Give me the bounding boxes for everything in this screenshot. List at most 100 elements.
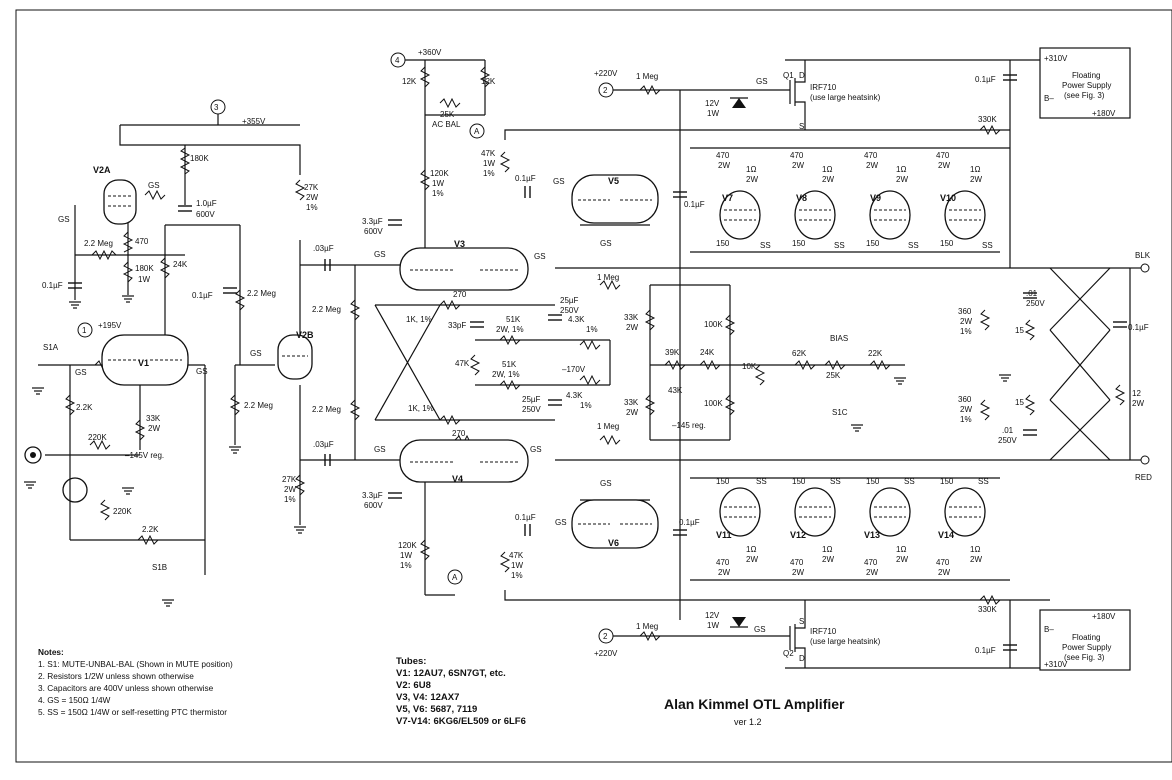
tube-grids — [108, 195, 981, 525]
r1meg-label: 1 Meg — [597, 422, 619, 431]
r1ohm-label: 1Ω — [970, 165, 980, 174]
r120k-watts-label: 1W — [400, 551, 412, 560]
output-terminal-red[interactable] — [1140, 455, 1150, 465]
r4-3k-label: 4.3K — [568, 315, 585, 324]
psu-top-line2: Power Supply — [1062, 81, 1111, 90]
r330k-label: 330K — [978, 605, 997, 614]
r330k-label: 330K — [978, 115, 997, 124]
zener-diode-bottom — [730, 617, 748, 628]
tube-v2b-label: V2B — [296, 330, 314, 340]
rca-input-pin — [30, 452, 36, 458]
r150-label: 150 — [792, 239, 806, 248]
gs-label: GS — [196, 367, 208, 376]
q2-source-label: S — [799, 617, 804, 626]
tube-v7-label: V7 — [722, 193, 733, 203]
output-terminal-blk[interactable] — [1140, 263, 1150, 273]
r51k-label: 51K — [506, 315, 521, 324]
q2-note: (use large heatsink) — [810, 637, 881, 646]
schematic-labels: 3 4 1 2 2 A A +355V +360V +195V +220V +2… — [42, 48, 1152, 669]
r120k-tol-label: 1% — [400, 561, 412, 570]
r4-3k-label: 4.3K — [566, 391, 583, 400]
node-2-marker-bottom — [598, 628, 614, 644]
c01-250-label: .01 — [1002, 426, 1014, 435]
r470-label: 470 — [864, 558, 878, 567]
r1k-label: 1K, 1% — [406, 315, 432, 324]
gs-label: GS — [534, 252, 546, 261]
r51k-rating-label: 2W, 1% — [496, 325, 524, 334]
r1ohm-label: 1Ω — [896, 545, 906, 554]
r2-2meg-label: 2.2 Meg — [84, 239, 113, 248]
psu-bottom-bminus: B– — [1044, 625, 1054, 634]
r51k-rating-label: 2W, 1% — [492, 370, 520, 379]
r360-label: 360 — [958, 395, 972, 404]
q1-drain-label: D — [799, 71, 805, 80]
q2-label: Q2 — [783, 649, 794, 658]
tube-v3-label: V3 — [454, 239, 465, 249]
r1ohm-label: 1Ω — [822, 165, 832, 174]
resistors — [64, 66, 1126, 642]
ss-label: SS — [830, 477, 841, 486]
ss-label: SS — [908, 241, 919, 250]
tube-v13-label: V13 — [864, 530, 880, 540]
gs-label: GS — [553, 177, 565, 186]
switch-s1c-label: S1C — [832, 408, 848, 417]
tube-item: V1: 12AU7, 6SN7GT, etc. — [396, 668, 506, 679]
r120k-watts-label: 1W — [432, 179, 444, 188]
r150-label: 150 — [866, 477, 880, 486]
r470-watts-label: 2W — [718, 568, 730, 577]
tube-item: V3, V4: 12AX7 — [396, 692, 460, 703]
node-a-marker — [447, 569, 463, 585]
notes-heading: Notes: — [38, 647, 64, 657]
rail-310-label: +310V — [1044, 660, 1068, 669]
r470-label: 470 — [864, 151, 878, 160]
mosfet-q1 — [789, 60, 806, 130]
note-item: 3. Capacitors are 400V unless shown othe… — [38, 683, 214, 693]
r1k-label: 1K, 1% — [408, 404, 434, 413]
c01-label: 0.1µF — [684, 200, 705, 209]
node-2-label: 2 — [603, 632, 608, 641]
r150-label: 150 — [716, 239, 730, 248]
c33p-label: 33pF — [448, 321, 466, 330]
c3-3u-label: 3.3µF — [362, 217, 383, 226]
note-item: 4. GS = 150Ω 1/4W — [38, 695, 111, 705]
gs-label: GS — [754, 625, 766, 634]
psu-top-line1: Floating — [1072, 71, 1100, 80]
c25u-voltage-label: 250V — [560, 306, 579, 315]
tubes-heading: Tubes: — [396, 656, 427, 667]
c25u-label: 25µF — [522, 395, 541, 404]
r150-label: 150 — [716, 477, 730, 486]
r27k-label: 27K — [282, 475, 297, 484]
bias-label: BIAS — [830, 334, 848, 343]
r12-label: 12 — [1132, 389, 1141, 398]
r47k1w-watts-label: 1W — [511, 561, 523, 570]
r270-label: 270 — [452, 429, 466, 438]
tube-item: V7-V14: 6KG6/EL509 or 6LF6 — [396, 716, 526, 727]
ss-label: SS — [982, 241, 993, 250]
r2-2k-label: 2.2K — [76, 403, 93, 412]
note-item: 1. S1: MUTE-UNBAL-BAL (Shown in MUTE pos… — [38, 659, 233, 669]
r470-watts-label: 2W — [938, 568, 950, 577]
node-2-marker-top — [598, 82, 614, 98]
r27k-label: 27K — [304, 183, 319, 192]
c3-3u-voltage-label: 600V — [364, 501, 383, 510]
gs-label: GS — [600, 239, 612, 248]
rca-input-jack[interactable] — [24, 446, 42, 464]
r33k-watts-label: 2W — [626, 408, 638, 417]
r33k-label: 33K — [624, 398, 639, 407]
r470-watts-label: 2W — [718, 161, 730, 170]
psu-bottom-line3: (see Fig. 3) — [1064, 653, 1105, 662]
xlr-input-jack[interactable] — [62, 477, 88, 503]
rail-220-label: +220V — [594, 69, 618, 78]
gs-label: GS — [148, 181, 160, 190]
r180k1w-watts-label: 1W — [138, 275, 150, 284]
r470-watts-label: 2W — [792, 161, 804, 170]
node-1-marker — [77, 322, 93, 338]
c01-label: 0.1µF — [975, 75, 996, 84]
r1meg-label: 1 Meg — [636, 72, 658, 81]
r100k-label: 100K — [704, 320, 723, 329]
node-1-label: 1 — [82, 326, 87, 335]
note-item: 5. SS = 150Ω 1/4W or self-resetting PTC … — [38, 707, 228, 717]
r470-label: 470 — [936, 151, 950, 160]
psu-bottom-line1: Floating — [1072, 633, 1100, 642]
r33k-watts-label: 2W — [148, 424, 160, 433]
